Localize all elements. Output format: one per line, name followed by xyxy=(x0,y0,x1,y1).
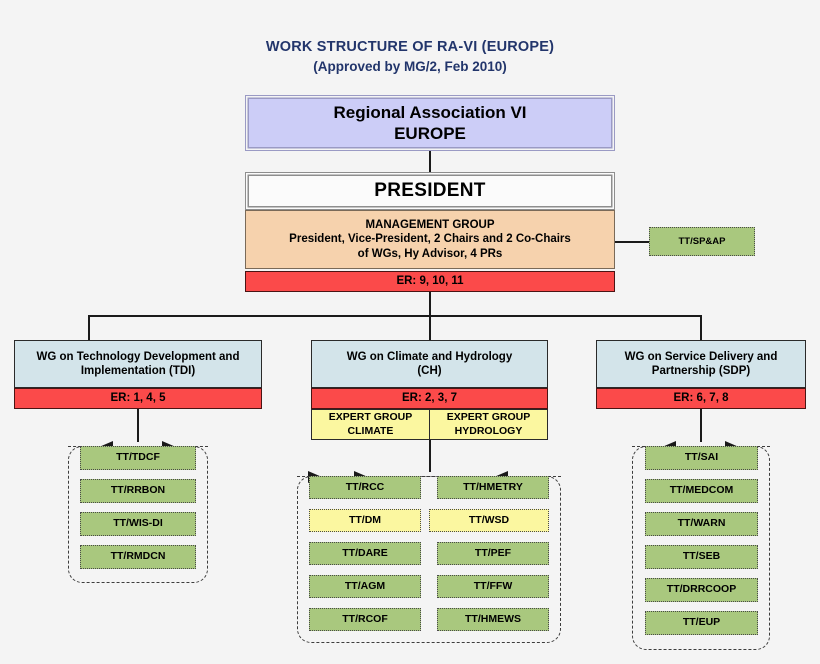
management-er-label: ER: 9, 10, 11 xyxy=(396,275,464,288)
connector-mg-down xyxy=(429,292,431,316)
president-box: PRESIDENT xyxy=(245,172,615,210)
working-group-ch-box: WG on Climate and Hydrology (CH) xyxy=(311,340,548,388)
wg-tdi-title-line2: Implementation (TDI) xyxy=(80,365,196,377)
task-team-label: TT/PEF xyxy=(474,546,512,559)
task-team-spap-label: TT/SP&AP xyxy=(678,235,726,247)
association-line1: Regional Association VI xyxy=(333,102,527,122)
management-line2: of WGs, Hy Advisor, 4 PRs xyxy=(357,247,503,260)
regional-association-box: Regional Association VI EUROPE xyxy=(245,95,615,151)
association-line2: EUROPE xyxy=(394,124,466,143)
task-team-label: TT/SAI xyxy=(684,451,719,464)
task-team-box: TT/SEB xyxy=(645,545,758,569)
task-team-box: TT/FFW xyxy=(437,575,549,598)
expert-group-hydrology-box: EXPERT GROUP HYDROLOGY xyxy=(429,409,548,440)
task-team-label: TT/RCOF xyxy=(342,612,388,625)
task-team-label: TT/DRRCOOP xyxy=(666,583,737,596)
management-expected-results: ER: 9, 10, 11 xyxy=(245,271,615,292)
management-line1: President, Vice-President, 2 Chairs and … xyxy=(289,233,571,246)
president-label: PRESIDENT xyxy=(374,180,486,202)
task-team-label: TT/TDCF xyxy=(116,451,160,464)
task-team-box: TT/RCC xyxy=(309,476,421,499)
connector-ra-to-president xyxy=(429,150,431,172)
task-team-box: TT/RMDCN xyxy=(80,545,196,569)
expert-group-climate-line2: CLIMATE xyxy=(347,424,394,437)
connector-sdp-to-teams xyxy=(700,409,702,442)
expert-group-hydrology-line1: EXPERT GROUP xyxy=(446,411,531,424)
connector-to-tdi xyxy=(88,315,90,340)
wg-tdi-expected-results: ER: 1, 4, 5 xyxy=(14,388,262,409)
task-team-label: TT/SEB xyxy=(682,550,721,563)
wg-ch-title-line2: (CH) xyxy=(417,365,442,377)
task-team-box: TT/WIS-DI xyxy=(80,512,196,536)
management-group-box: MANAGEMENT GROUP President, Vice-Preside… xyxy=(245,210,615,269)
expert-group-hydrology-line2: HYDROLOGY xyxy=(454,424,523,437)
page-subtitle: (Approved by MG/2, Feb 2010) xyxy=(313,58,507,74)
working-group-tdi-box: WG on Technology Development and Impleme… xyxy=(14,340,262,388)
wg-sdp-title-line1: WG on Service Delivery and xyxy=(624,350,778,363)
task-team-box: TT/EUP xyxy=(645,611,758,635)
task-team-label: TT/WARN xyxy=(677,517,726,530)
working-group-sdp-box: WG on Service Delivery and Partnership (… xyxy=(596,340,806,388)
task-team-label: TT/RRBON xyxy=(110,484,166,497)
task-team-box: TT/RCOF xyxy=(309,608,421,631)
connector-to-sdp xyxy=(700,315,702,340)
task-team-label: TT/WIS-DI xyxy=(113,517,163,530)
connector-distribution-bar xyxy=(88,315,701,317)
page-title: WORK STRUCTURE OF RA-VI (EUROPE) xyxy=(265,39,555,55)
wg-sdp-er-label: ER: 6, 7, 8 xyxy=(673,392,729,405)
task-team-label: TT/RMDCN xyxy=(110,550,166,563)
chart-title-block: WORK STRUCTURE OF RA-VI (EUROPE) (Approv… xyxy=(0,38,820,76)
task-team-box: TT/SAI xyxy=(645,446,758,470)
connector-ch-to-teams xyxy=(429,440,431,472)
expert-group-climate-line1: EXPERT GROUP xyxy=(328,411,413,424)
task-team-box: TT/HMEWS xyxy=(437,608,549,631)
task-team-label: TT/RCC xyxy=(345,480,385,493)
wg-ch-er-label: ER: 2, 3, 7 xyxy=(402,392,457,405)
task-team-box: TT/DM xyxy=(309,509,421,532)
task-team-label: TT/DARE xyxy=(342,546,388,559)
connector-to-ch xyxy=(429,315,431,340)
task-team-box: TT/PEF xyxy=(437,542,549,565)
wg-tdi-title-line1: WG on Technology Development and xyxy=(36,350,240,363)
task-team-box: TT/AGM xyxy=(309,575,421,598)
task-team-label: TT/HMETRY xyxy=(463,480,523,493)
task-team-box: TT/WARN xyxy=(645,512,758,536)
management-title: MANAGEMENT GROUP xyxy=(365,218,495,231)
task-team-label: TT/HMEWS xyxy=(465,612,521,625)
task-team-spap-box: TT/SP&AP xyxy=(649,227,755,256)
connector-mg-to-spap xyxy=(615,241,649,243)
wg-ch-expected-results: ER: 2, 3, 7 xyxy=(311,388,548,409)
task-team-box: TT/DRRCOOP xyxy=(645,578,758,602)
task-team-label: TT/DM xyxy=(348,513,382,526)
expert-group-climate-box: EXPERT GROUP CLIMATE xyxy=(311,409,430,440)
wg-ch-title-line1: WG on Climate and Hydrology xyxy=(346,350,513,363)
task-team-label: TT/EUP xyxy=(682,616,721,629)
task-team-label: TT/FFW xyxy=(473,579,513,592)
task-team-box: TT/HMETRY xyxy=(437,476,549,499)
task-team-label: TT/AGM xyxy=(344,579,386,592)
task-team-box: TT/RRBON xyxy=(80,479,196,503)
task-team-label: TT/WSD xyxy=(468,513,510,526)
task-team-box: TT/MEDCOM xyxy=(645,479,758,503)
wg-sdp-title-line2: Partnership (SDP) xyxy=(651,365,751,377)
task-team-group-ch xyxy=(297,476,561,643)
task-team-box: TT/WSD xyxy=(429,509,549,532)
wg-tdi-er-label: ER: 1, 4, 5 xyxy=(110,392,166,405)
task-team-box: TT/DARE xyxy=(309,542,421,565)
connector-tdi-to-teams xyxy=(137,409,139,442)
task-team-label: TT/MEDCOM xyxy=(669,484,734,497)
wg-sdp-expected-results: ER: 6, 7, 8 xyxy=(596,388,806,409)
task-team-box: TT/TDCF xyxy=(80,446,196,470)
